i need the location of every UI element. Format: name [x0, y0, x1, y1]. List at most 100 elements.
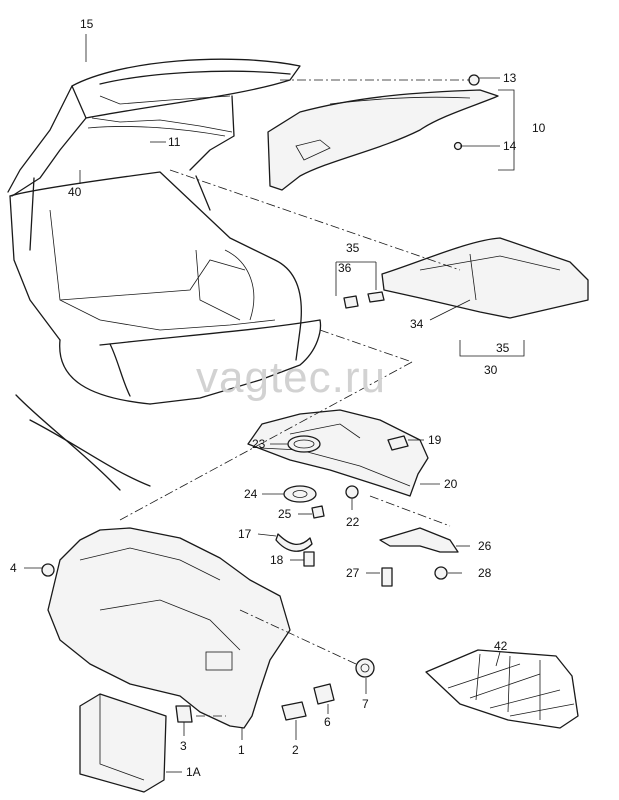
- callout-24: 24: [244, 487, 258, 501]
- callout-1: 1: [238, 743, 245, 757]
- trunk-lid-liner-edge: [91, 117, 233, 133]
- trunk-lid-trim: [267, 74, 499, 191]
- pad-2: [281, 701, 307, 721]
- screw-25: [311, 505, 325, 519]
- rear-panel-lower: [149, 319, 322, 405]
- bracket-35-36: [335, 261, 377, 296]
- callout-30: 30: [484, 363, 498, 377]
- callout-7: 7: [362, 697, 369, 711]
- net-outline: [425, 649, 579, 729]
- callout-11: 11: [168, 135, 181, 149]
- clip-3: [175, 705, 193, 723]
- screw-27: [381, 567, 393, 587]
- washer-7-hole: [360, 663, 370, 673]
- callout-2: 2: [292, 743, 299, 757]
- lid-frame-brace: [99, 95, 231, 105]
- callout-10: 10: [532, 121, 546, 135]
- tail-light-left: [59, 339, 151, 405]
- bracket-30: [459, 340, 525, 357]
- side-trim-vent: [205, 651, 233, 671]
- gas-strut-left: [29, 177, 35, 251]
- floor-panel-shape: [381, 237, 589, 319]
- callout-20: 20: [444, 477, 458, 491]
- trunk-lid-trim-ridge: [329, 96, 471, 105]
- callout-17: 17: [238, 527, 252, 541]
- callout-26: 26: [478, 539, 492, 553]
- bolt-36: [343, 295, 359, 309]
- car-body-rear: [7, 58, 322, 491]
- guide-7: [239, 609, 357, 665]
- guide-side-panel: [119, 361, 413, 521]
- speaker-ring-23: [287, 435, 321, 453]
- cover-trim-20-edge: [259, 447, 411, 487]
- rear-panel-top: [99, 319, 321, 346]
- callout-4: 4: [10, 561, 17, 575]
- bolt-35: [367, 291, 385, 303]
- nut-22: [345, 485, 359, 499]
- trunk-lid-liner: [87, 126, 226, 137]
- bolt-6: [313, 683, 335, 705]
- callout-25: 25: [278, 507, 292, 521]
- washer-7: [355, 658, 375, 678]
- leader-42: [495, 651, 501, 667]
- callout-15: 15: [80, 17, 94, 31]
- speaker-24: [283, 485, 317, 503]
- tail-light-inner: [109, 343, 131, 397]
- leader-lines: [24, 34, 525, 773]
- guide-shelf: [319, 329, 413, 363]
- box-1A: [79, 693, 167, 793]
- side-trim-panel: [41, 527, 291, 729]
- cover-trim-20-grille: [289, 423, 361, 439]
- callout-14: 14: [503, 139, 517, 153]
- screw-18: [303, 551, 315, 567]
- nut-28: [434, 566, 448, 580]
- trunk-opening-rim: [9, 171, 302, 361]
- gas-strut-right: [195, 175, 211, 211]
- callout-40: 40: [68, 185, 82, 199]
- bracket-10: [498, 89, 515, 171]
- trunk-lid-right-frame: [189, 95, 235, 171]
- trunk-left-wall-edge: [9, 195, 61, 341]
- trunk-lid-left-edge: [11, 117, 87, 197]
- leader-34: [429, 299, 471, 321]
- speaker-ring-23-inner: [293, 439, 315, 449]
- side-trim-mid-crease: [99, 599, 241, 651]
- trunk-floor-front: [99, 319, 276, 331]
- clip-4: [41, 563, 55, 577]
- callout-35-bottom: 35: [496, 341, 510, 355]
- callout-22: 22: [346, 515, 360, 529]
- callout-35-top: 35: [346, 241, 360, 255]
- cover-trim-20: [247, 409, 429, 497]
- callout-34: 34: [410, 317, 424, 331]
- net-mesh-a: [447, 663, 575, 717]
- trunk-lid-outer: [71, 58, 301, 119]
- small-parts: [79, 658, 375, 793]
- callout-27: 27: [346, 566, 360, 580]
- box-1A-edge: [99, 694, 145, 781]
- callout-3: 3: [180, 739, 187, 753]
- callout-13: 13: [503, 71, 517, 85]
- leader-17: [257, 533, 277, 537]
- bumper-left: [15, 394, 121, 491]
- callout-labels: 15 13 10 14 11 40 35 36 34 35 30 19 20 2…: [10, 17, 546, 779]
- callout-19: 19: [428, 433, 442, 447]
- trunk-lid-trim-panel: [267, 89, 499, 191]
- guide-lines: [119, 79, 470, 717]
- floor-panel: [343, 237, 589, 319]
- trunk-inner-left: [49, 209, 101, 321]
- clip-19: [387, 435, 409, 451]
- trunk-wheel-arch: [195, 249, 241, 321]
- callout-36: 36: [338, 261, 352, 275]
- bumper-bottom: [29, 419, 151, 487]
- watermark: vagtec.ru: [196, 353, 386, 402]
- bracket-17: [275, 533, 313, 552]
- brackets: [275, 527, 459, 587]
- callout-6: 6: [324, 715, 331, 729]
- floor-panel-handle: [469, 253, 477, 301]
- side-trim-shape: [47, 527, 291, 729]
- callout-28: 28: [478, 566, 492, 580]
- side-trim-upper-crease: [79, 547, 221, 581]
- trunk-right-wall: [224, 249, 255, 321]
